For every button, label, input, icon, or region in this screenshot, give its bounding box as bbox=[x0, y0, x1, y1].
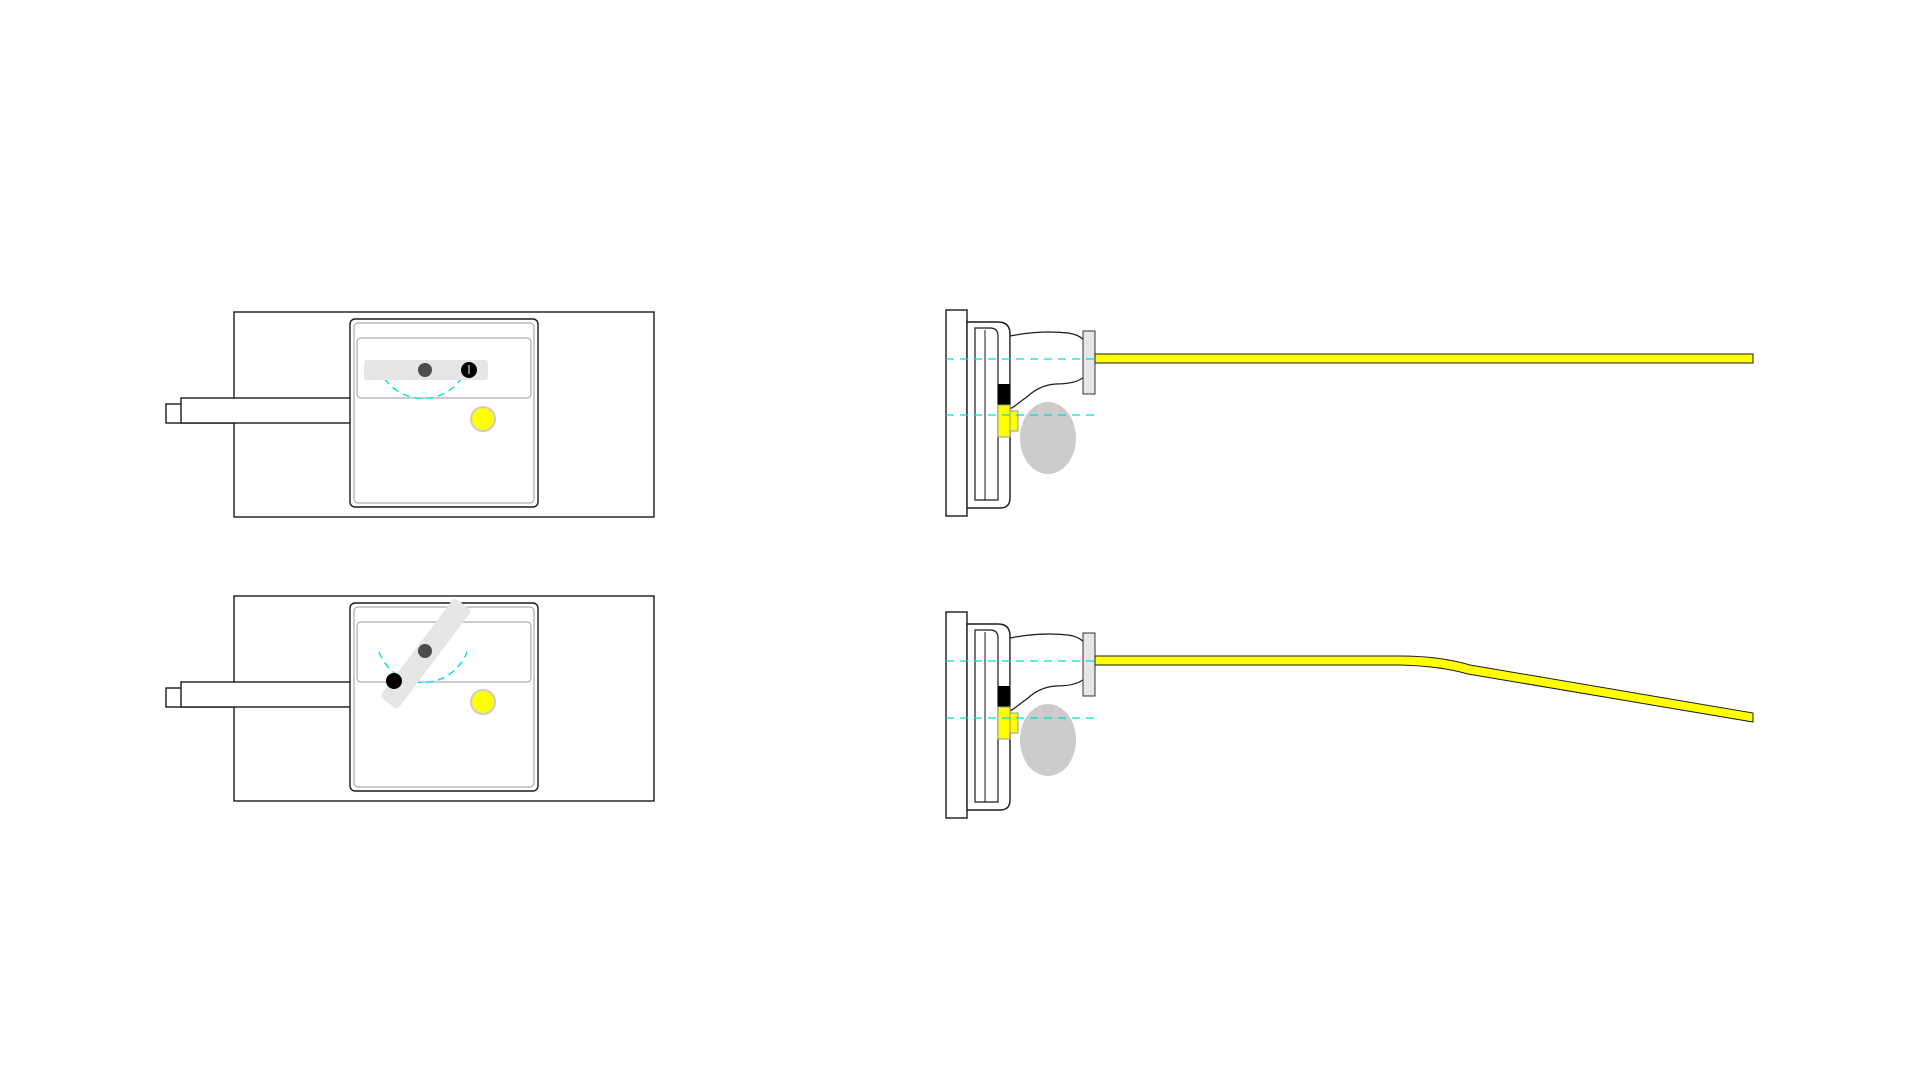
knob-body bbox=[1009, 331, 1089, 409]
pivot-dot-icon bbox=[418, 644, 432, 658]
front-view-top bbox=[165, 311, 655, 518]
yellow-indicator-icon bbox=[470, 689, 496, 715]
control-panel-inner bbox=[353, 606, 535, 788]
side-view-bottom bbox=[945, 611, 1754, 819]
pivot-dot-icon bbox=[418, 363, 432, 377]
yellow-indicator-icon bbox=[470, 406, 496, 432]
shaft-bar bbox=[180, 681, 352, 708]
finger-ellipse bbox=[1020, 704, 1076, 776]
knob-body bbox=[1009, 633, 1089, 711]
yellow-button[interactable] bbox=[997, 404, 1011, 438]
yellow-wire bbox=[1094, 353, 1754, 364]
side-view-top bbox=[945, 309, 1754, 517]
yellow-button-cap bbox=[1009, 410, 1019, 432]
housing-inner bbox=[974, 629, 999, 803]
yellow-button[interactable] bbox=[997, 706, 1011, 740]
housing-inner bbox=[974, 327, 999, 501]
flange bbox=[1082, 330, 1096, 395]
wall-plate bbox=[945, 611, 968, 819]
dark-block bbox=[998, 686, 1010, 707]
rotation-guide-arc bbox=[378, 367, 468, 400]
wall-plate bbox=[945, 309, 968, 517]
handle-dot-icon[interactable] bbox=[386, 673, 402, 689]
finger-ellipse bbox=[1020, 402, 1076, 474]
front-view-bottom bbox=[165, 595, 655, 802]
dark-block bbox=[998, 384, 1010, 405]
rotation-guide-arc bbox=[378, 651, 468, 684]
shaft-bar bbox=[180, 397, 352, 424]
control-panel-inner bbox=[353, 322, 535, 504]
yellow-wire bbox=[1094, 655, 1754, 723]
yellow-button-cap bbox=[1009, 712, 1019, 734]
flange bbox=[1082, 632, 1096, 697]
housing-outer bbox=[966, 623, 1011, 811]
